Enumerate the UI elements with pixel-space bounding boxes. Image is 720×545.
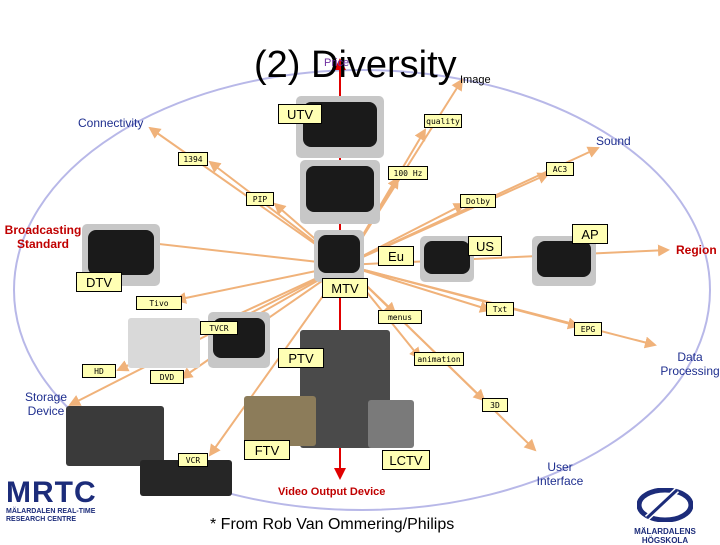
storage-device-image [66,406,164,466]
ap-tv-image [532,236,596,286]
quality-box: quality [424,114,462,128]
pip-box: PIP [246,192,274,206]
dvd-box: DVD [150,370,184,384]
mrtc-logo-line2: RESEARCH CENTRE [6,516,77,524]
user-interface-label: User Interface [536,460,584,489]
university-logo: MÄLARDALENS HÖGSKOLA [610,487,720,545]
tivo-box: Tivo [136,296,182,310]
mrtc-logo: MRTC MÄLARDALEN REAL-TIME RESEARCH CENTR… [6,478,97,525]
mrtc-logo-text: MRTC [6,476,97,509]
arrow-txt [344,264,492,313]
dtv-box: DTV [76,272,122,292]
dolby-box: Dolby [460,194,496,208]
data-processing-label: Data Processing [660,350,720,379]
ftv-screen-image [244,396,316,446]
user-interface-device-image [368,400,414,448]
f1394-box: 1394 [178,152,208,166]
region-label: Region [676,243,717,257]
storage-device-label: Storage Device [24,390,68,419]
university-emblem-icon [636,487,694,523]
video-output-device-label: Video Output Device [278,486,386,498]
arrow-dolby [344,203,466,266]
utv-box: UTV [278,104,322,124]
animation-box: animation [414,352,464,366]
us-box: US [468,236,502,256]
mtv-tv-image [314,230,364,282]
txt-box: Txt [486,302,514,316]
ac3-box: AC3 [546,162,574,176]
source-credit: * From Rob Van Ommering/Philips [210,516,455,533]
hz100-box: 100 Hz [388,166,428,180]
mtv-box: MTV [322,278,368,298]
connectivity-label: Connectivity [78,116,144,130]
hd-box: HD [82,364,116,378]
image-label: Image [460,74,491,86]
ftv-box: FTV [244,440,290,460]
tvcr-box: TVCR [200,321,238,335]
sound-label: Sound [596,134,631,148]
ap-box: AP [572,224,608,244]
price-label: Price [324,57,350,69]
lctv-box: LCTV [382,450,430,470]
university-name: MÄLARDALENS HÖGSKOLA [634,527,696,545]
page-title: (2) Diversity [254,44,457,86]
dtv-tv-image [82,224,160,286]
menus-box: menus [378,310,422,324]
arrow-storage [68,264,346,406]
diversity-ellipse [13,69,711,511]
d3-box: 3D [482,398,508,412]
vcr-box: VCR [178,453,208,467]
eu-box: Eu [378,246,414,266]
quality-tv-image [300,160,380,224]
ptv-box: PTV [278,348,324,368]
eu-tv-image [420,236,474,282]
mrtc-logo-line1: MÄLARDALEN REAL-TIME [6,508,96,515]
broadcasting-standard-label: Broadcasting Standard [4,223,82,251]
tivo-remote-image [128,318,200,368]
epg-box: EPG [574,322,602,336]
